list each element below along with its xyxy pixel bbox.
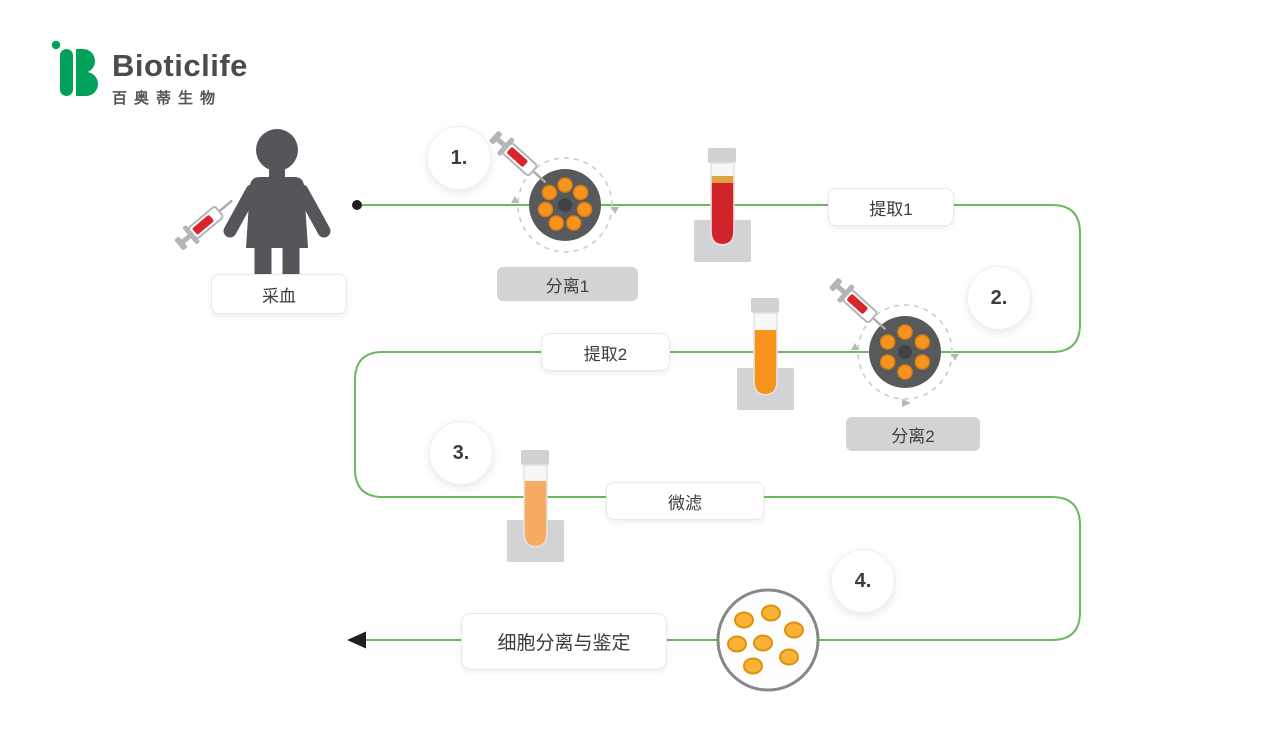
step-badge-2: 2. — [967, 266, 1031, 330]
label-blood-collection: 采血 — [211, 274, 347, 314]
bioticlife-logo-icon — [51, 40, 98, 96]
label-separation-1: 分离1 — [497, 267, 638, 301]
flow-path — [354, 204, 1081, 641]
test-tube-2-orange-icon — [737, 298, 794, 410]
logo: Bioticlife 百奥蒂生物 — [50, 38, 248, 108]
flow-start-dot — [352, 200, 362, 210]
person-figure — [223, 129, 331, 293]
syringe-icon-centrifuge-1 — [485, 126, 554, 192]
label-cell-separation-identification: 细胞分离与鉴定 — [461, 613, 667, 670]
step-badge-3: 3. — [429, 421, 493, 485]
test-tube-1-red-icon — [694, 148, 751, 262]
centrifuge-2-icon — [851, 304, 959, 407]
logo-title: Bioticlife — [112, 48, 248, 83]
step-badge-4: 4. — [831, 549, 895, 613]
logo-subtitle: 百奥蒂生物 — [112, 90, 223, 107]
centrifuge-1-icon — [511, 157, 619, 253]
label-microfiltration: 微滤 — [606, 482, 764, 520]
test-tube-3-filtered-icon — [507, 450, 564, 562]
petri-dish-icon — [716, 588, 820, 692]
flow-end-arrow-icon — [347, 631, 366, 649]
syringe-icon-centrifuge-2 — [825, 273, 894, 339]
label-extraction-2: 提取2 — [541, 333, 670, 371]
label-extraction-1: 提取1 — [828, 188, 954, 226]
label-separation-2: 分离2 — [846, 417, 980, 451]
logo-text: Bioticlife 百奥蒂生物 — [112, 50, 248, 108]
step-badge-1: 1. — [427, 126, 491, 190]
